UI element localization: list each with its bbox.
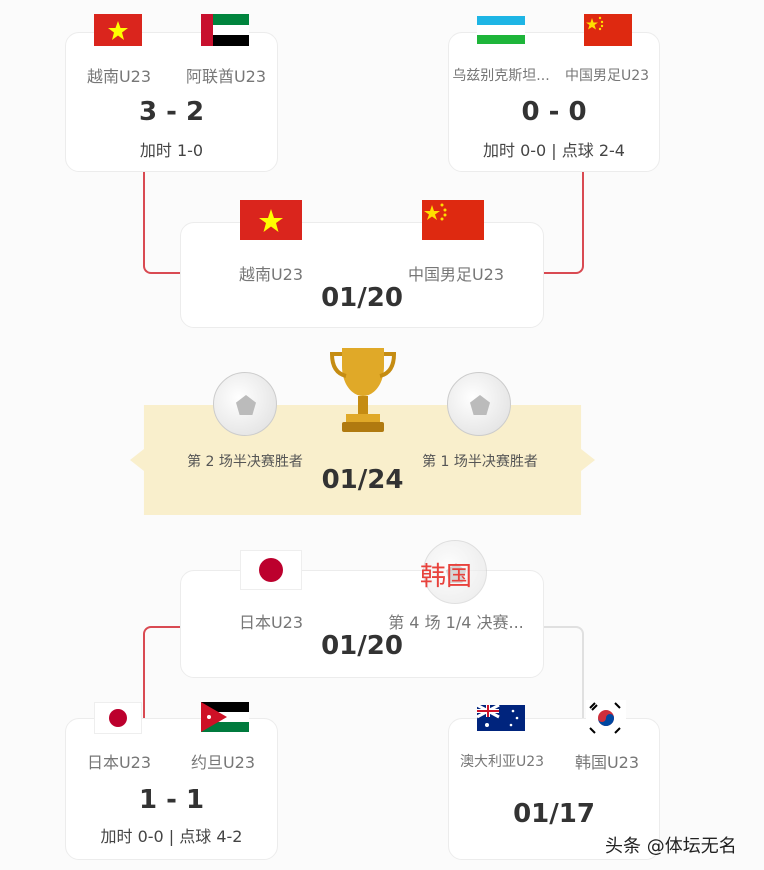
team-away: 阿联酋U23 <box>185 67 267 86</box>
bracket-line <box>544 172 584 274</box>
team-home: 越南U23 <box>86 67 152 86</box>
jordan-flag-icon <box>201 702 249 732</box>
match-date: 01/17 <box>513 799 595 829</box>
extra-time: 加时 0-0 | 点球 4-2 <box>100 827 243 846</box>
match-date: 01/20 <box>321 631 403 661</box>
bracket-line <box>143 626 181 718</box>
uae-flag-icon <box>201 14 249 46</box>
watermark: 头条 @体坛无名 <box>605 836 737 857</box>
trophy-icon <box>328 344 398 440</box>
match-card-qf3[interactable]: 日本U23 约旦U23 1 - 1 加时 0-0 | 点球 4-2 <box>65 718 278 860</box>
final-left-team: 第 2 场半决赛胜者 <box>187 454 303 470</box>
match-card-sf2[interactable]: 日本U23 第 4 场 1/4 决赛... 01/20 <box>180 570 544 678</box>
match-date: 01/20 <box>321 283 403 313</box>
team-home: 澳大利亚U23 <box>459 754 545 770</box>
extra-time: 加时 0-0 | 点球 2-4 <box>482 141 625 160</box>
team-away: 中国男足U23 <box>564 68 650 84</box>
china-flag-icon <box>584 14 632 46</box>
uzbekistan-flag-icon <box>477 16 525 44</box>
score: 0 - 0 <box>521 97 587 127</box>
korea-annotation: 韩国 <box>420 562 473 592</box>
match-card-qf1[interactable]: 越南U23 阿联酋U23 3 - 2 加时 1-0 <box>65 32 278 172</box>
match-card-qf4[interactable]: 澳大利亚U23 韩国U23 01/17 <box>448 718 660 860</box>
score: 3 - 2 <box>138 97 205 127</box>
score: 1 - 1 <box>138 785 205 815</box>
bracket-line <box>544 626 584 718</box>
team-home: 越南U23 <box>238 265 304 284</box>
team-home: 乌兹别克斯坦... <box>452 68 550 84</box>
korea-flag-icon <box>586 700 626 736</box>
team-away: 约旦U23 <box>190 753 256 772</box>
team-home: 日本U23 <box>238 613 304 632</box>
australia-flag-icon <box>477 705 525 731</box>
team-away: 第 4 场 1/4 决赛... <box>388 613 524 632</box>
team-home: 日本U23 <box>86 753 152 772</box>
vietnam-flag-icon <box>240 200 302 240</box>
team-away: 韩国U23 <box>574 753 640 772</box>
extra-time: 加时 1-0 <box>139 141 204 160</box>
japan-flag-icon <box>240 550 302 590</box>
bracket-line <box>143 172 181 274</box>
football-icon <box>213 372 277 436</box>
final-date: 01/24 <box>321 465 404 495</box>
match-card-qf2[interactable]: 乌兹别克斯坦... 中国男足U23 0 - 0 加时 0-0 | 点球 2-4 <box>448 32 660 172</box>
football-icon <box>447 372 511 436</box>
china-flag-icon <box>422 200 484 240</box>
final-right-team: 第 1 场半决赛胜者 <box>422 454 538 470</box>
vietnam-flag-icon <box>94 14 142 46</box>
football-icon <box>423 540 487 604</box>
team-away: 中国男足U23 <box>407 265 505 284</box>
japan-flag-icon <box>94 702 142 734</box>
match-card-sf1[interactable]: 越南U23 中国男足U23 01/20 <box>180 222 544 328</box>
